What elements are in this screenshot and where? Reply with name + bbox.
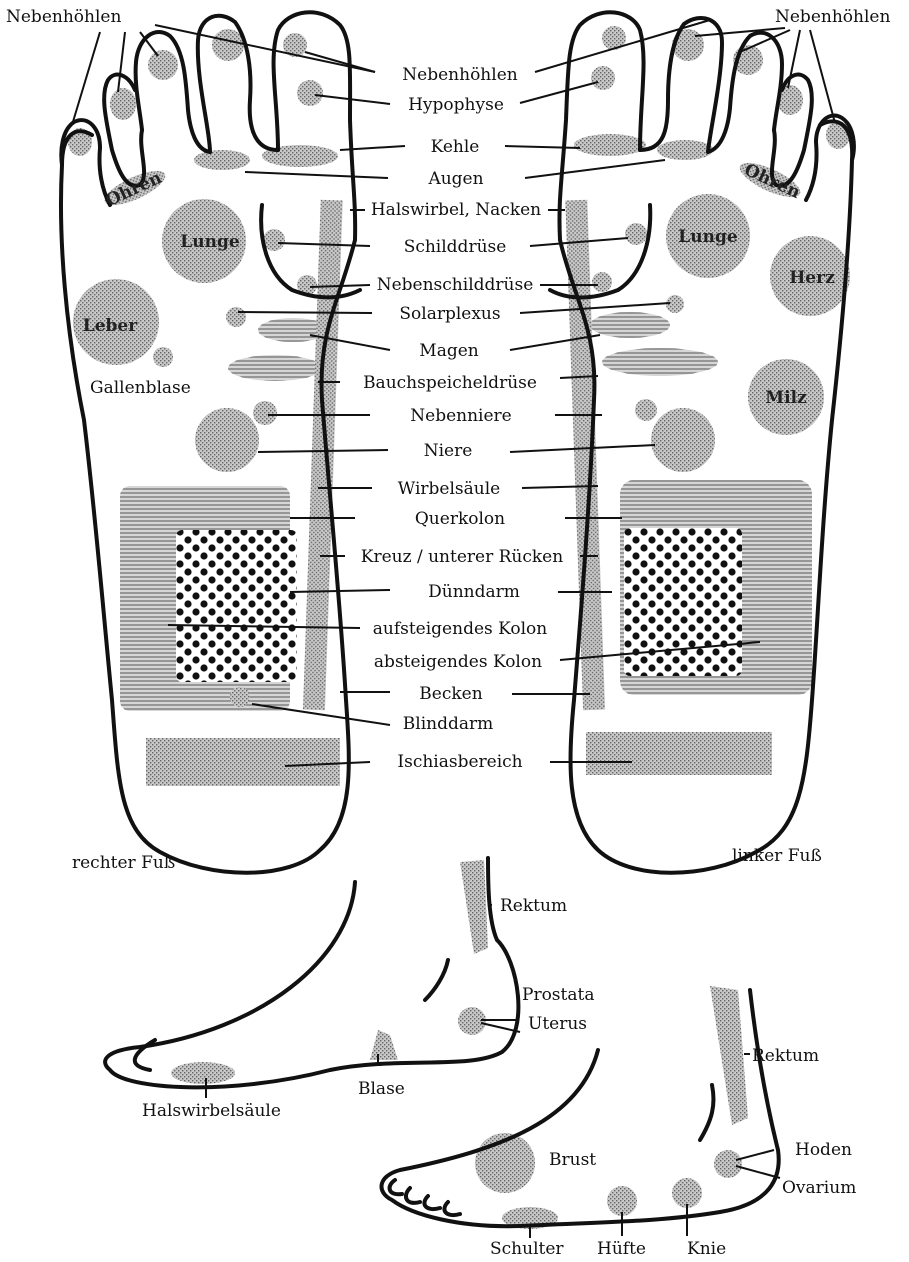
adrenal-zone	[253, 401, 277, 425]
pelvis-label: Becken	[419, 684, 482, 704]
sciatic-zone	[586, 732, 772, 775]
lung-right-label: Lunge	[180, 232, 240, 252]
testes-label: Hoden	[795, 1140, 852, 1160]
cervical-spine-zone	[171, 1062, 235, 1084]
thyroid-label: Schilddrüse	[404, 237, 507, 257]
rectum-zone	[710, 986, 748, 1125]
cervical-spine-label: Halswirbelsäule	[142, 1101, 281, 1121]
gallbladder-zone	[153, 347, 173, 367]
sinus-zone	[212, 29, 244, 61]
bladder-label: Blase	[358, 1079, 405, 1099]
sinus-left-label: Nebenhöhlen	[6, 7, 121, 27]
right-foot-sole	[61, 12, 360, 872]
parathyroid-zone	[592, 272, 612, 292]
throat-label: Kehle	[431, 137, 480, 157]
kidney-zone	[195, 408, 259, 472]
spine-label: Wirbelsäule	[398, 479, 500, 499]
adrenal-zone	[635, 399, 657, 421]
pituitary-zone	[591, 66, 615, 90]
bladder-zone	[370, 1030, 398, 1060]
rectum-label-2: Rektum	[752, 1046, 819, 1066]
eyes-label: Augen	[427, 169, 483, 189]
liver-label: Leber	[83, 316, 138, 336]
small-intestine-label: Dünndarm	[428, 582, 520, 602]
knee-label: Knie	[687, 1239, 726, 1259]
inner-foot-side-view: Rektum Prostata Uterus Blase Halswirbels…	[105, 858, 594, 1121]
sinus-zone	[148, 50, 178, 80]
descending-colon-label: absteigendes Kolon	[374, 652, 542, 672]
ears-right-label: Ohren	[103, 168, 165, 211]
sinus-right-label: Nebenhöhlen	[775, 7, 890, 27]
lower-back-label: Kreuz / unterer Rücken	[361, 547, 563, 567]
neck-label: Halswirbel, Nacken	[371, 200, 541, 220]
pituitary-zone	[297, 80, 323, 106]
hip-zone	[607, 1186, 637, 1216]
pituitary-label: Hypophyse	[408, 95, 504, 115]
spleen-label: Milz	[765, 388, 807, 408]
small-intestine-zone	[624, 528, 742, 676]
ascending-colon-label: aufsteigendes Kolon	[373, 619, 548, 639]
heart-label: Herz	[789, 268, 835, 288]
pancreas-zone	[602, 348, 718, 376]
solar-plexus-label: Solarplexus	[399, 304, 500, 324]
stomach-label: Magen	[419, 341, 478, 361]
parathyroid-label: Nebenschilddrüse	[377, 275, 534, 295]
pancreas-label: Bauchspeicheldrüse	[363, 373, 537, 393]
eye-zone	[194, 150, 250, 170]
transverse-colon-label: Querkolon	[415, 509, 505, 529]
pancreas-zone	[228, 355, 322, 381]
small-intestine-zone	[176, 530, 297, 682]
appendix-label: Blinddarm	[403, 714, 493, 734]
ovary-label: Ovarium	[782, 1178, 856, 1198]
left-foot-label: linker Fuß	[732, 846, 822, 866]
stomach-zone	[590, 312, 670, 338]
rectum-label-1: Rektum	[500, 896, 567, 916]
outer-foot-side-view: Rektum Hoden Ovarium Brust Schulter Hüft…	[382, 986, 857, 1259]
right-foot-label: rechter Fuß	[72, 853, 175, 873]
throat-zone	[574, 134, 646, 156]
sinus-center-label: Nebenhöhlen	[402, 65, 517, 85]
lung-left-label: Lunge	[678, 227, 738, 247]
kidney-label: Niere	[424, 441, 473, 461]
kidney-zone	[651, 408, 715, 472]
breast-label: Brust	[549, 1150, 596, 1170]
thyroid-zone	[625, 223, 647, 245]
gallbladder-label: Gallenblase	[90, 378, 191, 398]
sciatic-zone	[146, 738, 340, 786]
rectum-zone	[460, 860, 488, 954]
shoulder-label: Schulter	[490, 1239, 564, 1259]
sinus-zone	[110, 88, 136, 120]
sinus-zone	[826, 121, 850, 149]
solarplexus-zone	[226, 307, 246, 327]
testes-ovary-zone	[714, 1150, 742, 1178]
uterus-label: Uterus	[528, 1014, 587, 1034]
appendix-zone	[230, 687, 250, 707]
adrenal-label: Nebenniere	[410, 406, 511, 426]
knee-zone	[672, 1178, 702, 1208]
eye-zone	[657, 140, 713, 160]
prostate-label: Prostata	[522, 985, 594, 1005]
left-foot-sole	[550, 12, 854, 872]
sciatic-label: Ischiasbereich	[397, 752, 522, 772]
hip-label: Hüfte	[597, 1239, 646, 1259]
